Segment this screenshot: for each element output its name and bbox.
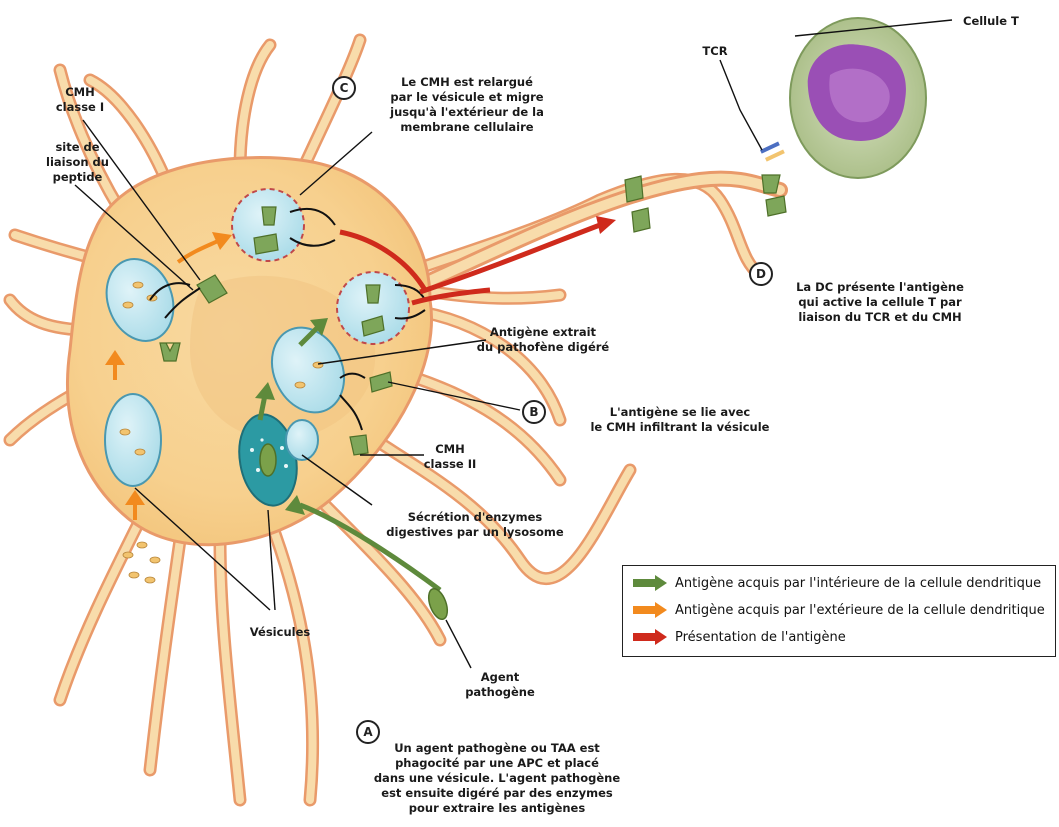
marker-b: B	[522, 400, 546, 424]
step-b-text: L'antigène se lie avec le CMH infiltrant…	[570, 405, 790, 435]
vesicules-label: Vésicules	[240, 625, 320, 640]
secretion-label: Sécrétion d'enzymes digestives par un ly…	[365, 510, 585, 540]
cmh-classe-1-label: CMH classe I	[40, 85, 120, 115]
site-liaison-label: site de liaison du peptide	[35, 140, 120, 185]
legend-text-red: Présentation de l'antigène	[675, 630, 846, 645]
cellule-t-label: Cellule T	[963, 14, 1053, 29]
legend-row-orange: Antigène acquis par l'extérieure de la c…	[633, 600, 1045, 620]
antigene-extrait-label: Antigène extrait du pathofène digéré	[468, 325, 618, 355]
legend-row-green: Antigène acquis par l'intérieure de la c…	[633, 573, 1041, 593]
marker-d: D	[749, 262, 773, 286]
orange-arrow-icon	[633, 602, 667, 618]
legend-text-green: Antigène acquis par l'intérieure de la c…	[675, 576, 1041, 591]
t-cell	[760, 18, 926, 178]
legend: Antigène acquis par l'intérieure de la c…	[622, 565, 1056, 657]
legend-text-orange: Antigène acquis par l'extérieure de la c…	[675, 603, 1045, 618]
legend-row-red: Présentation de l'antigène	[633, 627, 846, 647]
step-a-text: Un agent pathogène ou TAA est phagocité …	[372, 741, 622, 816]
marker-c: C	[332, 76, 356, 100]
cmh-classe-2-label: CMH classe II	[420, 442, 480, 472]
green-arrow-icon	[633, 575, 667, 591]
step-c-text: Le CMH est relargué par le vésicule et m…	[372, 75, 562, 135]
step-d-text: La DC présente l'antigène qui active la …	[780, 280, 980, 325]
red-arrow-icon	[633, 629, 667, 645]
agent-pathogene-label: Agent pathogène	[460, 670, 540, 700]
tcr-label: TCR	[690, 44, 740, 59]
